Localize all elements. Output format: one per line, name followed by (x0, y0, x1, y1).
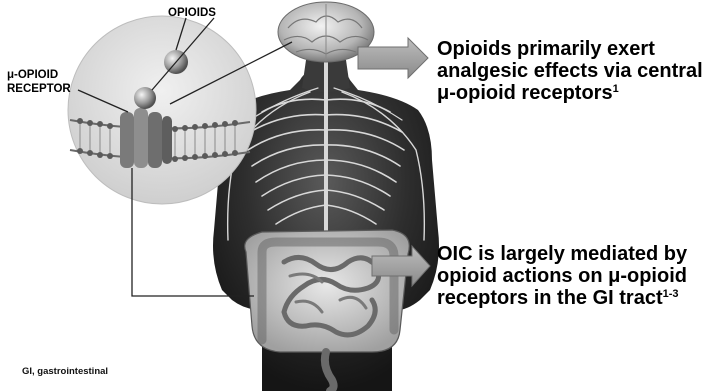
central-callout-text: Opioids primarily exert analgesic effect… (437, 38, 703, 104)
receptor-label: μ-OPIOID RECEPTOR (7, 68, 71, 96)
central-receptor-callout: Opioids primarily exert analgesic effect… (437, 38, 724, 104)
central-callout-ref: 1 (613, 83, 619, 95)
gi-callout-ref: 1-3 (663, 288, 679, 300)
gi-callout-text: OIC is largely mediated by opioid action… (437, 243, 687, 309)
bound-opioid-molecule (134, 87, 156, 109)
opioids-label: OPIOIDS (168, 6, 216, 20)
footnote: GI, gastrointestinal (22, 366, 108, 377)
mu-opioid-receptor (120, 108, 172, 168)
receptor-inset (68, 16, 256, 204)
gi-receptor-callout: OIC is largely mediated by opioid action… (437, 243, 724, 309)
